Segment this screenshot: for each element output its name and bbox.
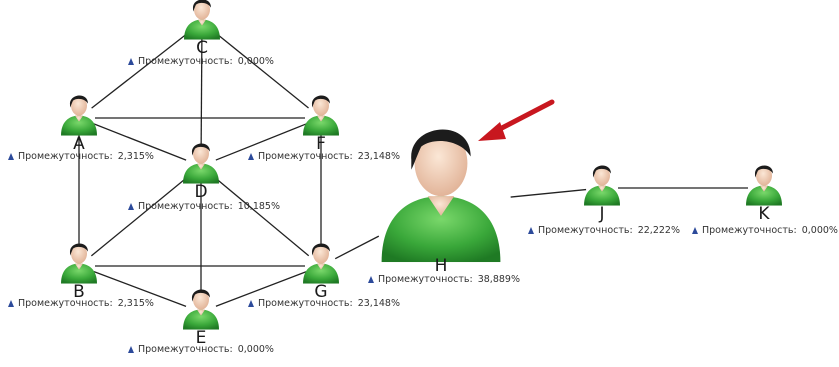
pointer-arrow-shaft <box>493 99 555 134</box>
metric-triangle-icon <box>8 153 14 160</box>
metric-value: 22,222% <box>637 225 680 236</box>
node-C-label: C <box>196 38 208 58</box>
metric-value: 0,000% <box>237 344 274 355</box>
node-K-person-icon[interactable] <box>746 165 782 206</box>
metric-name: Промежуточность: <box>18 151 113 162</box>
edge-D-G <box>212 175 310 257</box>
metric-triangle-icon <box>248 153 254 160</box>
metric-name: Промежуточность: <box>138 201 233 212</box>
node-E-person-icon[interactable] <box>183 289 219 330</box>
metric-name: Промежуточность: <box>538 225 633 236</box>
node-J-label: J <box>599 204 605 224</box>
node-A-label: A <box>73 134 85 154</box>
edge-H-J <box>510 188 587 198</box>
node-B-label: B <box>73 282 85 302</box>
node-E-label: E <box>195 328 207 348</box>
node-K-betweenness: Промежуточность: 0,000% <box>692 225 838 236</box>
pointer-arrow-head <box>478 122 506 141</box>
node-F-betweenness: Промежуточность: 23,148% <box>248 151 400 162</box>
metric-name: Промежуточность: <box>702 225 797 236</box>
metric-value: 2,315% <box>117 298 154 309</box>
node-H-label: H <box>434 256 448 276</box>
metric-value: 2,315% <box>117 151 154 162</box>
edges-layer <box>78 31 748 307</box>
metric-name: Промежуточность: <box>18 298 113 309</box>
metric-name: Промежуточность: <box>258 298 353 309</box>
metric-triangle-icon <box>248 300 254 307</box>
metric-value: 0,000% <box>237 56 274 67</box>
node-E-betweenness: Промежуточность: 0,000% <box>128 344 274 355</box>
metric-value: 38,889% <box>477 274 520 285</box>
node-B-person-icon[interactable] <box>61 243 97 284</box>
node-D-person-icon[interactable] <box>183 143 219 184</box>
node-J-person-icon[interactable] <box>584 165 620 206</box>
node-F-label: F <box>316 134 326 154</box>
node-H-betweenness: Промежуточность: 38,889% <box>368 274 520 285</box>
metric-name: Промежуточность: <box>378 274 473 285</box>
edge-G-H <box>334 235 380 260</box>
metric-value: 0,000% <box>801 225 838 236</box>
metric-name: Промежуточность: <box>138 56 233 67</box>
edge-C-F <box>214 31 309 109</box>
edge-C-D <box>200 37 203 151</box>
node-A-betweenness: Промежуточность: 2,315% <box>8 151 154 162</box>
metric-value: 23,148% <box>357 151 400 162</box>
node-C-betweenness: Промежуточность: 0,000% <box>128 56 274 67</box>
metric-name: Промежуточность: <box>138 344 233 355</box>
metric-name: Промежуточность: <box>258 151 353 162</box>
metric-triangle-icon <box>128 58 134 65</box>
metric-triangle-icon <box>368 276 374 283</box>
node-D-betweenness: Промежуточность: 10,185% <box>128 201 280 212</box>
metric-triangle-icon <box>8 300 14 307</box>
edge-B-E <box>93 271 187 307</box>
node-B-betweenness: Промежуточность: 2,315% <box>8 298 154 309</box>
node-G-label: G <box>314 282 328 302</box>
edge-D-B <box>90 175 190 257</box>
metric-triangle-icon <box>128 346 134 353</box>
edge-F-D <box>215 123 307 161</box>
arrow-layer <box>478 99 555 141</box>
metric-value: 10,185% <box>237 201 280 212</box>
node-G-person-icon[interactable] <box>303 243 339 284</box>
metric-triangle-icon <box>128 203 134 210</box>
edge-A-D <box>93 123 187 161</box>
metric-triangle-icon <box>528 227 534 234</box>
node-D-label: D <box>194 182 208 202</box>
node-J-betweenness: Промежуточность: 22,222% <box>528 225 680 236</box>
node-G-betweenness: Промежуточность: 23,148% <box>248 298 400 309</box>
node-A-person-icon[interactable] <box>61 95 97 136</box>
edge-C-A <box>91 31 190 109</box>
node-F-person-icon[interactable] <box>303 95 339 136</box>
edge-G-E <box>215 271 307 307</box>
node-K-label: K <box>758 204 770 224</box>
metric-triangle-icon <box>692 227 698 234</box>
metric-value: 23,148% <box>357 298 400 309</box>
node-C-person-icon[interactable] <box>184 0 220 40</box>
node-H-person-icon[interactable] <box>381 129 501 263</box>
